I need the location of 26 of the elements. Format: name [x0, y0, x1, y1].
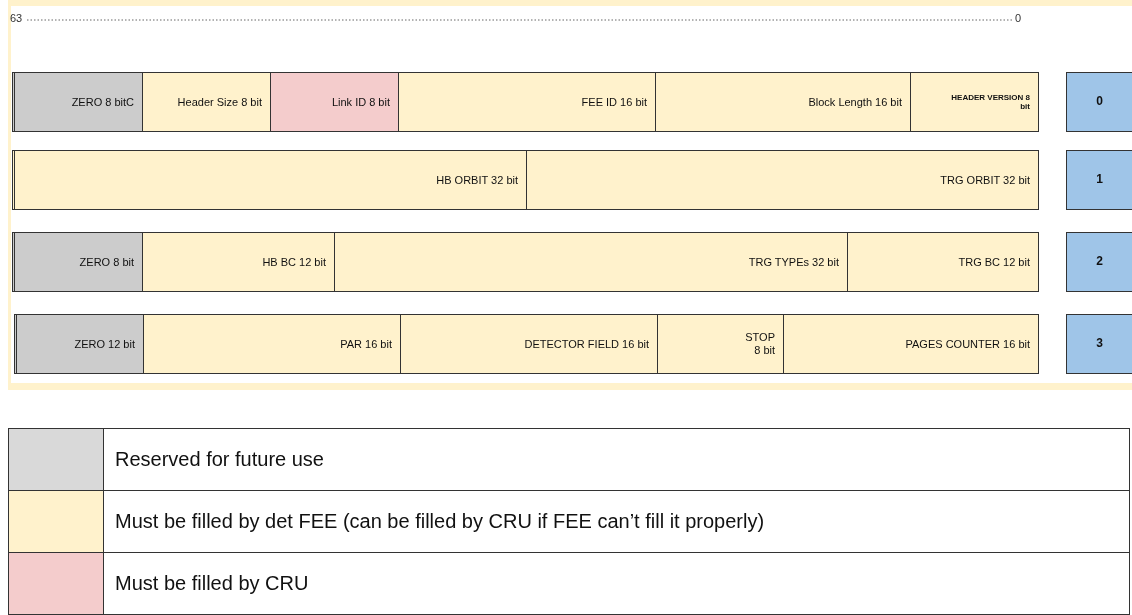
- bit-field: ZERO 8 bit: [12, 232, 143, 292]
- legend-text: Reserved for future use: [103, 428, 1130, 491]
- bit-field: HB BC 12 bit: [142, 232, 335, 292]
- bit-field: HB ORBIT 32 bit: [12, 150, 527, 210]
- bit-field: ZERO 8 bitC: [12, 72, 143, 132]
- bit-field: HEADER VERSION 8 bit: [910, 72, 1039, 132]
- legend-text: Must be filled by CRU: [103, 552, 1130, 615]
- row-number-box: 3: [1066, 314, 1132, 374]
- bit-field: TRG ORBIT 32 bit: [526, 150, 1039, 210]
- bit-field: Block Length 16 bit: [655, 72, 911, 132]
- bit-index: 63: [10, 12, 23, 24]
- bit-field: FEE ID 16 bit: [398, 72, 656, 132]
- bit-field: PAR 16 bit: [143, 314, 401, 374]
- bit-field: Link ID 8 bit: [270, 72, 399, 132]
- bit-field: Header Size 8 bit: [142, 72, 271, 132]
- bit-field: DETECTOR FIELD 16 bit: [400, 314, 658, 374]
- row-number-box: 0: [1066, 72, 1132, 132]
- bit-field: TRG TYPEs 32 bit: [334, 232, 848, 292]
- bit-index: 0: [1015, 12, 1022, 24]
- row-number-box: 1: [1066, 150, 1132, 210]
- bit-field: ZERO 12 bit: [14, 314, 144, 374]
- row-number-box: 2: [1066, 232, 1132, 292]
- bit-field: STOP 8 bit: [657, 314, 784, 374]
- legend-text: Must be filled by det FEE (can be filled by CRU if FEE can’t fill it properly): [103, 490, 1130, 553]
- bit-field: PAGES COUNTER 16 bit: [783, 314, 1039, 374]
- bit-field: TRG BC 12 bit: [847, 232, 1039, 292]
